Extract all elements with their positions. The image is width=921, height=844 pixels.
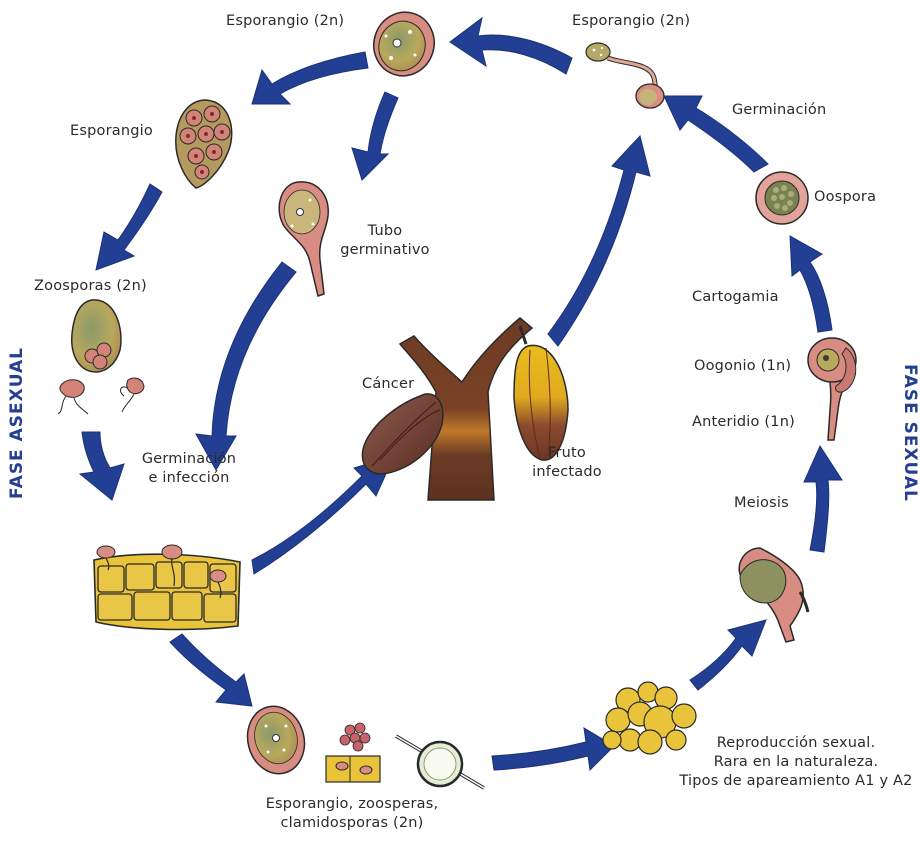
label-anteridio: Anteridio (1n) xyxy=(692,413,795,432)
label-fruto-infectado: Fruto infectado xyxy=(520,444,614,482)
label-oospora: Oospora xyxy=(814,188,876,207)
infected-tissue xyxy=(94,545,240,629)
label-fase-sexual: FASE SEXUAL xyxy=(900,364,920,484)
arrow-to-bottom-sporangium xyxy=(170,634,252,706)
label-esporangio-right: Esporangio (2n) xyxy=(572,12,690,31)
zoospore-release xyxy=(58,300,144,414)
arrow-bottom-right xyxy=(492,728,614,770)
bottom-sporangium xyxy=(240,700,312,780)
sporangium-top-right xyxy=(586,43,664,108)
oospore xyxy=(756,172,808,224)
arrow-to-zoosporas xyxy=(96,184,162,270)
sporangium-zoospores xyxy=(176,100,232,188)
arrow-tubo-to-germination xyxy=(196,262,296,470)
oogonium-antheridium xyxy=(808,338,856,440)
label-cartogamia: Cartogamia xyxy=(692,288,779,307)
label-cancer: Cáncer xyxy=(362,375,414,394)
label-esporangio-bottom: Esporangio, zoosperas, clamidosporas (2n… xyxy=(252,795,452,833)
label-meiosis: Meiosis xyxy=(734,494,789,513)
bottom-zoospores xyxy=(326,723,380,782)
label-zoosporas: Zoosporas (2n) xyxy=(34,277,147,296)
arrow-top-left xyxy=(252,52,368,104)
label-germinacion-right: Germinación xyxy=(732,101,826,120)
sporangium-top xyxy=(366,4,443,83)
arrow-left-down xyxy=(80,432,124,500)
arrow-to-tree xyxy=(252,456,394,574)
arrow-to-tubo xyxy=(352,92,398,180)
label-esporangio-top: Esporangio (2n) xyxy=(226,12,344,31)
label-oogonio: Oogonio (1n) xyxy=(694,357,791,376)
infected-pod xyxy=(514,345,568,460)
label-reproduccion-sexual: Reproducción sexual. Rara en la naturale… xyxy=(678,734,914,791)
label-tubo-germinativo: Tubo germinativo xyxy=(332,222,438,260)
arrow-top xyxy=(450,18,572,74)
arrow-to-meiosis xyxy=(690,620,766,690)
arrow-to-anteridio xyxy=(804,446,842,552)
arrow-to-oospora xyxy=(790,236,832,332)
chlamydospore xyxy=(396,736,484,788)
label-germinacion-infeccion: Germinación e infección xyxy=(126,450,252,488)
arrow-tree-up xyxy=(548,136,650,346)
label-esporangio: Esporangio xyxy=(70,122,153,141)
label-fase-asexual: FASE ASEXUAL xyxy=(7,369,27,499)
